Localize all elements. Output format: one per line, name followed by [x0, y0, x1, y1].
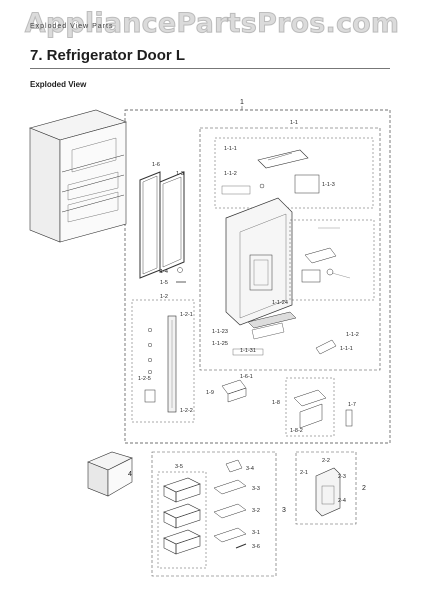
refrigerator-cabinet [29, 109, 127, 243]
label-disp-2-4: 2-4 [338, 498, 346, 504]
title-divider [30, 68, 390, 69]
label-part-1-9: 1-9 [206, 390, 214, 396]
label-sub-1-1-3: 1-1-3 [322, 182, 335, 188]
label-dispenser-group: 2 [362, 485, 366, 492]
label-gasket-b: 1-3 [176, 171, 184, 177]
label-ice-tray: 4 [128, 471, 132, 478]
section-subtitle: Exploded View [30, 80, 87, 89]
label-part-1-6-1: 1-6-1 [240, 374, 253, 380]
dispenser-part [315, 467, 341, 517]
bins-group-boundary [151, 451, 277, 577]
label-main: 1 [240, 99, 244, 106]
label-sub-1-1-24: 1-1-24 [272, 300, 288, 306]
dispenser-bar [247, 311, 297, 340]
page-title: 7. Refrigerator Door L [30, 47, 186, 64]
label-cap-bottom: 1-2-2 [180, 408, 193, 414]
dispenser-group-boundary [295, 451, 357, 525]
gasket-a [139, 171, 161, 279]
label-sub-1-1-1: 1-1-1 [224, 146, 237, 152]
label-part-1-1-1: 1-1-1 [340, 346, 353, 352]
label-disp-2-3: 2-3 [338, 474, 346, 480]
label-bin-3-2: 3-2 [252, 508, 260, 514]
bin-3-2 [213, 503, 247, 519]
label-cap-left: 1-2-1 [180, 312, 193, 318]
label-bin-3-4: 3-4 [246, 466, 254, 472]
bin-3-3 [213, 479, 247, 495]
bin-stack [163, 477, 201, 555]
label-disp-2-1: 2-1 [300, 470, 308, 476]
bin-3-1 [213, 527, 247, 543]
right-parts-boundary [289, 219, 375, 301]
handle-group-boundary [131, 299, 195, 423]
door-panel [225, 197, 293, 326]
label-bin-3-6: 3-6 [252, 544, 260, 550]
part-1-8-boundary [285, 377, 335, 437]
gasket-b [159, 171, 185, 273]
label-hinge-b: 1-5 [160, 280, 168, 286]
label-sub-1-1-2: 1-1-2 [224, 171, 237, 177]
header-tag: Exploded View Parts [30, 23, 114, 30]
top-parts-boundary [214, 137, 374, 209]
ice-tray [87, 451, 133, 497]
label-disp-2-2: 2-2 [322, 458, 330, 464]
label-cap-small: 1-2-5 [138, 376, 151, 382]
label-door-assembly: 1-1 [290, 120, 298, 126]
door-assembly-boundary [199, 127, 381, 371]
label-gasket-a: 1-6 [152, 162, 160, 168]
label-sub-1-1-31: 1-1-31 [240, 348, 256, 354]
label-sub-1-1-25: 1-1-25 [212, 341, 228, 347]
label-hinge-a: 1-4 [160, 269, 168, 275]
label-part-1-1-2: 1-1-2 [346, 332, 359, 338]
label-bins-group: 3 [282, 507, 286, 514]
label-part-1-8-2: 1-8-2 [290, 428, 303, 434]
handle-bar [167, 315, 177, 413]
bins-inner-boundary [157, 471, 207, 569]
watermark: AppliancePartsPros.com [24, 8, 400, 40]
part-1-6-1 [221, 379, 247, 403]
label-sub-1-1-23: 1-1-23 [212, 329, 228, 335]
label-bin-3-1: 3-1 [252, 530, 260, 536]
label-part-1-8: 1-8 [272, 400, 280, 406]
part-1-7 [345, 409, 353, 427]
main-assembly-boundary [124, 109, 391, 444]
bin-3-6 [235, 543, 247, 549]
label-bin-3-3: 3-3 [252, 486, 260, 492]
bin-3-4 [225, 459, 243, 473]
label-handle-group: 1-2 [160, 294, 168, 300]
label-part-1-7: 1-7 [348, 402, 356, 408]
label-bins: 3-5 [175, 464, 183, 470]
